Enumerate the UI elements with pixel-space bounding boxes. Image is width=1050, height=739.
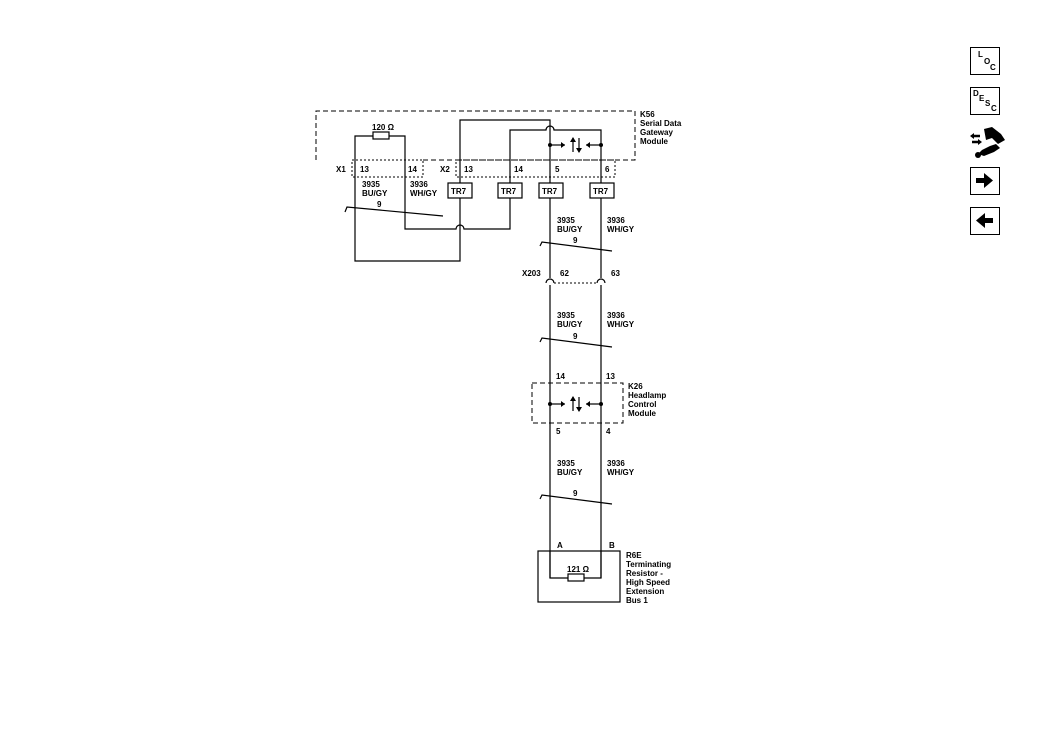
previous-page-arrow-icon <box>976 213 993 228</box>
x1-twist-count: 9 <box>377 200 382 209</box>
seg2-bu-color: BU/GY <box>557 320 583 329</box>
x1-wire-wh-circuit: 3936 <box>410 180 428 189</box>
k56-name-line-2: Gateway <box>640 128 673 137</box>
x2-pin-5: 5 <box>555 165 560 174</box>
connector-end-view-button[interactable] <box>970 126 1006 160</box>
r6e-component-box <box>537 550 621 603</box>
seg3-wh-color: WH/GY <box>607 468 635 477</box>
bus-twist-1 <box>539 241 613 252</box>
x1-label: X1 <box>336 165 346 174</box>
tr7-label-2: TR7 <box>501 187 517 196</box>
desc-letter-c: C <box>991 104 997 113</box>
r6e-name-line-5: Bus 1 <box>626 596 648 605</box>
next-page-button[interactable] <box>970 167 1000 195</box>
x1-pin-14: 14 <box>408 165 417 174</box>
bus-twist-2 <box>539 337 613 348</box>
r6e-name-line-2: Resistor - <box>626 569 663 578</box>
x2-pin-6: 6 <box>605 165 610 174</box>
x203-pin-62-symbol <box>545 278 555 284</box>
desc-letter-d: D <box>973 89 979 98</box>
k26-transceiver <box>548 396 603 412</box>
x1-wire-bu-circuit: 3935 <box>362 180 380 189</box>
x2-pin-14: 14 <box>514 165 523 174</box>
k26-pin-13: 13 <box>606 372 615 381</box>
loc-letter-o: O <box>984 57 991 66</box>
x203-label: X203 <box>522 269 541 278</box>
k26-module-boundary <box>531 382 624 424</box>
tr7-box-3 <box>538 182 564 199</box>
loc-letter-l: L <box>978 50 983 59</box>
x203-pin-63: 63 <box>611 269 620 278</box>
location-button[interactable]: L O C <box>970 47 1000 75</box>
connector-end-view-icon <box>970 127 1005 158</box>
k56-ref: K56 <box>640 110 655 119</box>
seg2-twist-count: 9 <box>573 332 578 341</box>
seg2-wh-color: WH/GY <box>607 320 635 329</box>
seg2-wh-circuit: 3936 <box>607 311 625 320</box>
tr7-label-1: TR7 <box>451 187 467 196</box>
next-page-arrow-icon <box>976 173 993 188</box>
k26-name-line-1: Headlamp <box>628 391 666 400</box>
k56-name-line-3: Module <box>640 137 669 146</box>
seg3-bu-circuit: 3935 <box>557 459 575 468</box>
r6e-resistor-value: 121 Ω <box>567 565 590 574</box>
seg1-wh-circuit: 3936 <box>607 216 625 225</box>
r6e-ref: R6E <box>626 551 642 560</box>
k56-internal-wire-outer <box>459 119 551 183</box>
tr7-label-4: TR7 <box>593 187 609 196</box>
k56-resistor-value: 120 Ω <box>372 123 395 132</box>
seg3-bu-color: BU/GY <box>557 468 583 477</box>
tr7-label-3: TR7 <box>542 187 558 196</box>
k56-module-boundary <box>315 110 636 161</box>
k56-resistor <box>372 131 390 140</box>
r6e-name-line-3: High Speed <box>626 578 670 587</box>
x1-pin14-wire <box>404 177 511 230</box>
k56-internal-wire-inner <box>509 125 602 183</box>
r6e-pin-b: B <box>609 541 615 550</box>
x1-pin-13: 13 <box>360 165 369 174</box>
r6e-resistor <box>567 573 585 582</box>
bus-twist-3 <box>539 494 613 505</box>
desc-letter-s: S <box>985 99 991 108</box>
k26-pin-5: 5 <box>556 427 561 436</box>
k56-termination-loop <box>354 135 406 177</box>
x1-wire-bu-color: BU/GY <box>362 189 388 198</box>
seg3-twist-count: 9 <box>573 489 578 498</box>
seg1-bu-color: BU/GY <box>557 225 583 234</box>
k26-name-line-2: Control <box>628 400 656 409</box>
x1-twist-mark <box>344 206 444 217</box>
seg2-bu-circuit: 3935 <box>557 311 575 320</box>
r6e-name-line-4: Extension <box>626 587 664 596</box>
r6e-pin-a: A <box>557 541 563 550</box>
k26-pin-4: 4 <box>606 427 611 436</box>
x1-wire-wh-color: WH/GY <box>410 189 438 198</box>
seg3-wh-circuit: 3936 <box>607 459 625 468</box>
r6e-resistor-wire <box>549 551 602 579</box>
seg1-twist-count: 9 <box>573 236 578 245</box>
k26-pin-14: 14 <box>556 372 565 381</box>
seg1-bu-circuit: 3935 <box>557 216 575 225</box>
k26-ref: K26 <box>628 382 643 391</box>
k26-name-line-3: Module <box>628 409 657 418</box>
x203-pin-62: 62 <box>560 269 569 278</box>
x2-pin-13: 13 <box>464 165 473 174</box>
loc-letter-c: C <box>990 63 996 72</box>
desc-letter-e: E <box>979 94 985 103</box>
x203-pin-63-symbol <box>596 278 606 284</box>
seg1-wh-color: WH/GY <box>607 225 635 234</box>
r6e-name-line-1: Terminating <box>626 560 671 569</box>
x2-label: X2 <box>440 165 450 174</box>
description-button[interactable]: D E S C <box>970 87 1000 115</box>
x1-pin13-wire <box>354 177 461 262</box>
x2-connector-outline <box>455 159 616 178</box>
previous-page-button[interactable] <box>970 207 1000 235</box>
tr7-box-4 <box>589 182 615 199</box>
k56-name-line-1: Serial Data <box>640 119 682 128</box>
